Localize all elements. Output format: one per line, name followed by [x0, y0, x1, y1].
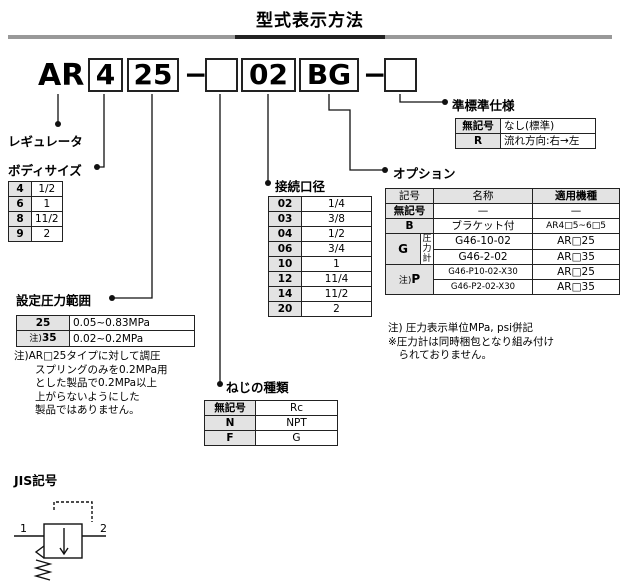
- page-title: 型式表示方法: [256, 11, 364, 31]
- body-size-label: ボディサイズ: [8, 163, 82, 178]
- port-size-label: 接続口径: [275, 179, 326, 194]
- regulator-label: レギュレータ: [8, 134, 83, 149]
- jis-symbol-icon: [14, 501, 106, 581]
- code-box-pressure: 25: [127, 58, 179, 92]
- option-table: 記号 名称 適用機種 無記号 — — B ブラケット付 AR4□5~6□5 G …: [385, 188, 620, 295]
- table-row: 記号 名称 適用機種: [385, 188, 620, 204]
- jis-port-2: 2: [100, 522, 107, 535]
- table-row: 無記号なし(標準): [455, 118, 596, 134]
- model-prefix: AR: [38, 58, 85, 93]
- code-dash: −: [184, 58, 208, 91]
- thread-type-label: ねじの種類: [226, 380, 289, 395]
- code-box-port: 02: [241, 58, 296, 92]
- pressure-note: 注)AR□25タイプに対して調圧 スプリングのみを0.2MPa用 とした製品で0…: [14, 350, 168, 416]
- table-row: 無記号 — —: [385, 203, 620, 219]
- code-box-option: BG: [299, 58, 359, 92]
- code-dash: −: [363, 58, 387, 91]
- code-box-semi: [384, 58, 417, 92]
- code-box-thread: [205, 58, 238, 92]
- table-row: G 圧力計 G46-10-02 AR□25: [385, 233, 620, 265]
- pressure-range-label: 設定圧力範囲: [16, 293, 92, 308]
- jis-label: JIS記号: [14, 473, 58, 488]
- title-rule-accent: [235, 35, 385, 39]
- option-label: オプション: [393, 166, 456, 181]
- semi-standard-label: 準標準仕様: [452, 98, 515, 113]
- jis-port-1: 1: [20, 522, 27, 535]
- code-box-body-size: 4: [88, 58, 123, 92]
- option-notes: 注) 圧力表示単位MPa, psi併記 ※圧力計は同時梱包となり組み付け られて…: [388, 322, 554, 361]
- table-row: G46-P2-02-X30 AR□35: [386, 279, 620, 295]
- table-row: 注)P G46-P10-02-X30 AR□25: [385, 264, 620, 295]
- table-row: B ブラケット付 AR4□5~6□5: [385, 218, 620, 234]
